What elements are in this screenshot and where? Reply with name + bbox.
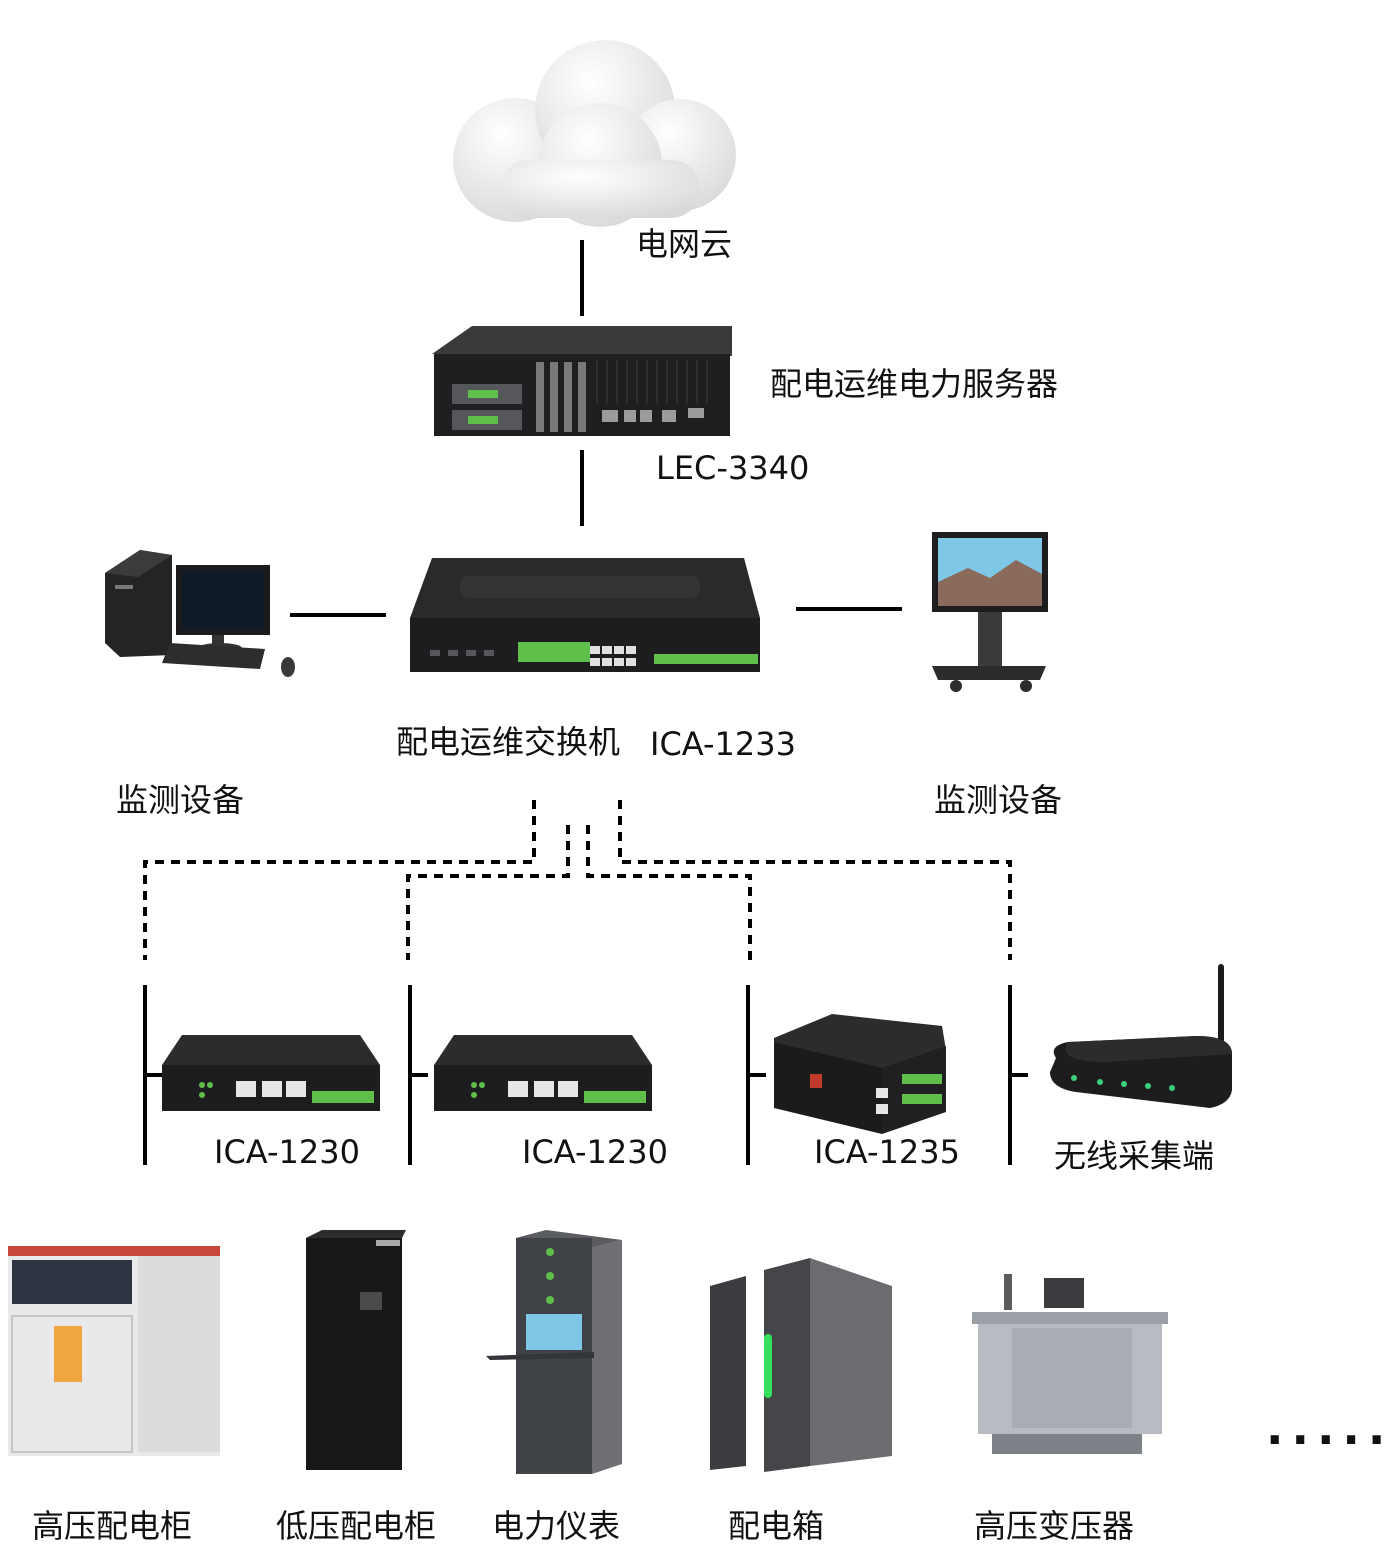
cloud-label: 电网云 bbox=[636, 225, 733, 263]
equipment-label-5: 高压变压器 bbox=[974, 1507, 1135, 1545]
rack-server-icon bbox=[432, 326, 732, 436]
monitor-right-label: 监测设备 bbox=[934, 781, 1063, 819]
server-model-label: LEC-3340 bbox=[656, 449, 810, 487]
gateway-icon bbox=[434, 1035, 652, 1111]
switch-model-label: ICA-1233 bbox=[650, 725, 796, 763]
gateway-icon bbox=[162, 1035, 380, 1111]
server-label: 配电运维电力服务器 bbox=[770, 365, 1059, 403]
monitor-left-label: 监测设备 bbox=[116, 781, 245, 819]
distribution-box-icon bbox=[710, 1258, 892, 1472]
gateway2-label: ICA-1230 bbox=[522, 1133, 668, 1171]
switchgear-cabinet-icon bbox=[8, 1246, 220, 1456]
switch-label: 配电运维交换机 bbox=[396, 723, 621, 761]
meter-cabinet-icon bbox=[486, 1230, 622, 1474]
equipment-label-3: 电力仪表 bbox=[492, 1507, 621, 1545]
edge-computer-icon bbox=[774, 1014, 946, 1134]
server-rack-icon bbox=[306, 1230, 406, 1470]
gateway3-label: ICA-1235 bbox=[814, 1133, 960, 1171]
network-switch-icon bbox=[410, 558, 760, 672]
wireless-router-icon bbox=[1050, 964, 1232, 1108]
wireless-label: 无线采集端 bbox=[1054, 1137, 1215, 1175]
more-ellipsis: ..... bbox=[1266, 1401, 1384, 1455]
cloud-icon bbox=[453, 40, 736, 227]
display-stand-icon bbox=[932, 532, 1048, 692]
equipment-label-4: 配电箱 bbox=[728, 1507, 825, 1545]
equipment-label-1: 高压配电柜 bbox=[32, 1507, 193, 1545]
gateway1-label: ICA-1230 bbox=[214, 1133, 360, 1171]
transformer-icon bbox=[972, 1274, 1168, 1454]
equipment-label-2: 低压配电柜 bbox=[276, 1507, 437, 1545]
desktop-pc-icon bbox=[105, 550, 295, 677]
wireless-bus-lines bbox=[143, 800, 1012, 960]
